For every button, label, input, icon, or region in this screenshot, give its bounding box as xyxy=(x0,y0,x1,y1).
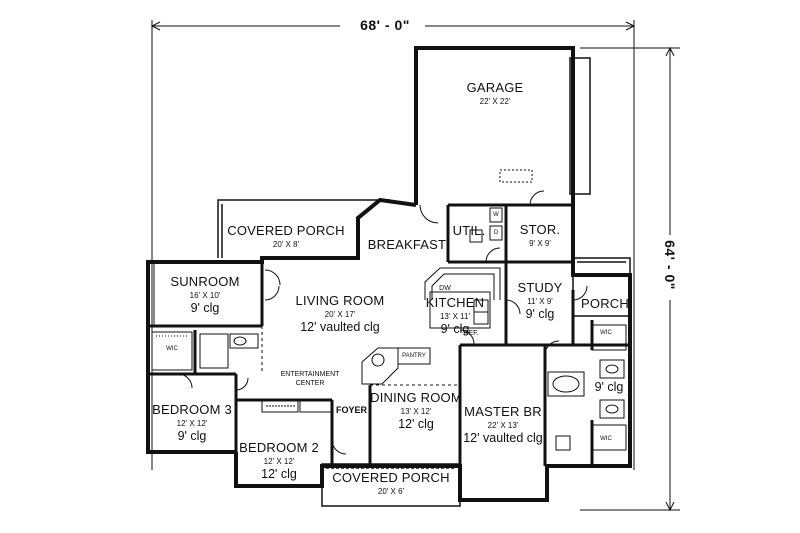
room-ceiling: 12' vaulted clg xyxy=(463,431,543,445)
entertainment-line-2: CENTER xyxy=(295,380,325,388)
room-ceiling: 9' clg xyxy=(190,301,220,315)
side-porch-outline xyxy=(572,257,631,317)
room-name: MASTER BR xyxy=(464,404,542,419)
room-porch: PORCH xyxy=(578,296,632,312)
washer-label: W xyxy=(493,212,499,218)
room-name: LIVING ROOM xyxy=(295,293,385,308)
room-garage: GARAGE 22' X 22' xyxy=(445,80,545,106)
room-dining: DINING ROOM 13' X 12' 12' clg xyxy=(370,390,462,431)
dimension-lines xyxy=(150,20,680,512)
room-ceiling: 12' clg xyxy=(398,417,434,431)
room-name: UTIL. xyxy=(452,223,486,238)
entertainment-line-1: ENTERTAINMENT xyxy=(280,371,340,378)
room-name: BEDROOM 3 xyxy=(152,402,232,417)
refrigerator-label: REF. xyxy=(463,330,479,337)
room-name: PORCH xyxy=(581,296,629,311)
room-dimension: 22' X 13' xyxy=(487,421,519,430)
room-ceiling: 12' vaulted clg xyxy=(300,320,380,334)
room-name: BREAKFAST xyxy=(367,237,447,252)
room-dimension: 16' X 10' xyxy=(189,291,221,300)
room-name: KITCHEN xyxy=(425,295,485,310)
dishwasher-label: DW xyxy=(439,285,451,292)
room-master-br: MASTER BR 22' X 13' 12' vaulted clg xyxy=(458,404,548,445)
room-covered-porch-rear: COVERED PORCH 20' X 8' xyxy=(226,223,346,249)
overall-depth-label: 64' - 0" xyxy=(662,240,678,290)
front-porch-outline xyxy=(321,463,461,507)
room-name: BEDROOM 2 xyxy=(239,440,319,455)
room-breakfast: BREAKFAST xyxy=(362,237,452,253)
room-dimension: 20' X 8' xyxy=(272,240,300,249)
room-dimension: 12' X 12' xyxy=(263,457,295,466)
room-stor: STOR. 9' X 9' xyxy=(508,222,572,248)
dryer-label: D xyxy=(493,230,499,236)
master-bath-ceiling: 9' clg xyxy=(584,379,634,394)
room-ceiling: 9' clg xyxy=(440,322,470,336)
fixtures xyxy=(151,169,627,455)
room-dimension: 20' X 6' xyxy=(377,487,405,496)
rear-porch-outline xyxy=(217,199,390,258)
room-name: COVERED PORCH xyxy=(227,223,345,238)
entertainment-center-label: ENTERTAINMENT CENTER xyxy=(270,370,350,388)
room-dimension: 9' X 9' xyxy=(529,239,551,248)
wic-label-master-lower: WIC xyxy=(600,436,612,442)
room-name: STUDY xyxy=(517,280,563,295)
room-kitchen: KITCHEN 13' X 11' 9' clg xyxy=(420,295,490,336)
room-name: STOR. xyxy=(519,222,561,237)
room-sunroom: SUNROOM 16' X 10' 9' clg xyxy=(160,274,250,315)
room-name: SUNROOM xyxy=(170,274,240,289)
room-util: UTIL. xyxy=(448,223,490,239)
overall-width-label: 68' - 0" xyxy=(360,17,410,33)
foyer-label: FOYER xyxy=(336,405,368,415)
pantry-label: PANTRY xyxy=(402,353,426,359)
room-ceiling: 12' clg xyxy=(261,467,297,481)
room-name: GARAGE xyxy=(466,80,524,95)
room-dimension: 13' X 11' xyxy=(439,312,471,321)
room-name: DINING ROOM xyxy=(370,390,462,405)
room-ceiling: 9' clg xyxy=(177,429,207,443)
wic-label-master-upper: WIC xyxy=(600,330,612,336)
room-ceiling: 9' clg xyxy=(525,307,555,321)
room-covered-porch-front: COVERED PORCH 20' X 6' xyxy=(328,470,454,496)
room-dimension: 22' X 22' xyxy=(479,97,511,106)
room-bedroom-3: BEDROOM 3 12' X 12' 9' clg xyxy=(152,402,232,443)
room-dimension: 12' X 12' xyxy=(176,419,208,428)
wic-label-sunroom: WIC xyxy=(166,346,178,352)
room-name: COVERED PORCH xyxy=(332,470,450,485)
room-dimension: 11' X 9' xyxy=(527,297,553,306)
room-living: LIVING ROOM 20' X 17' 12' vaulted clg xyxy=(280,293,400,334)
room-ceiling: 9' clg xyxy=(594,380,624,394)
room-dimension: 20' X 17' xyxy=(324,310,356,319)
room-study: STUDY 11' X 9' 9' clg xyxy=(508,280,572,321)
room-bedroom-2: BEDROOM 2 12' X 12' 12' clg xyxy=(238,440,320,481)
room-dimension: 13' X 12' xyxy=(400,407,432,416)
